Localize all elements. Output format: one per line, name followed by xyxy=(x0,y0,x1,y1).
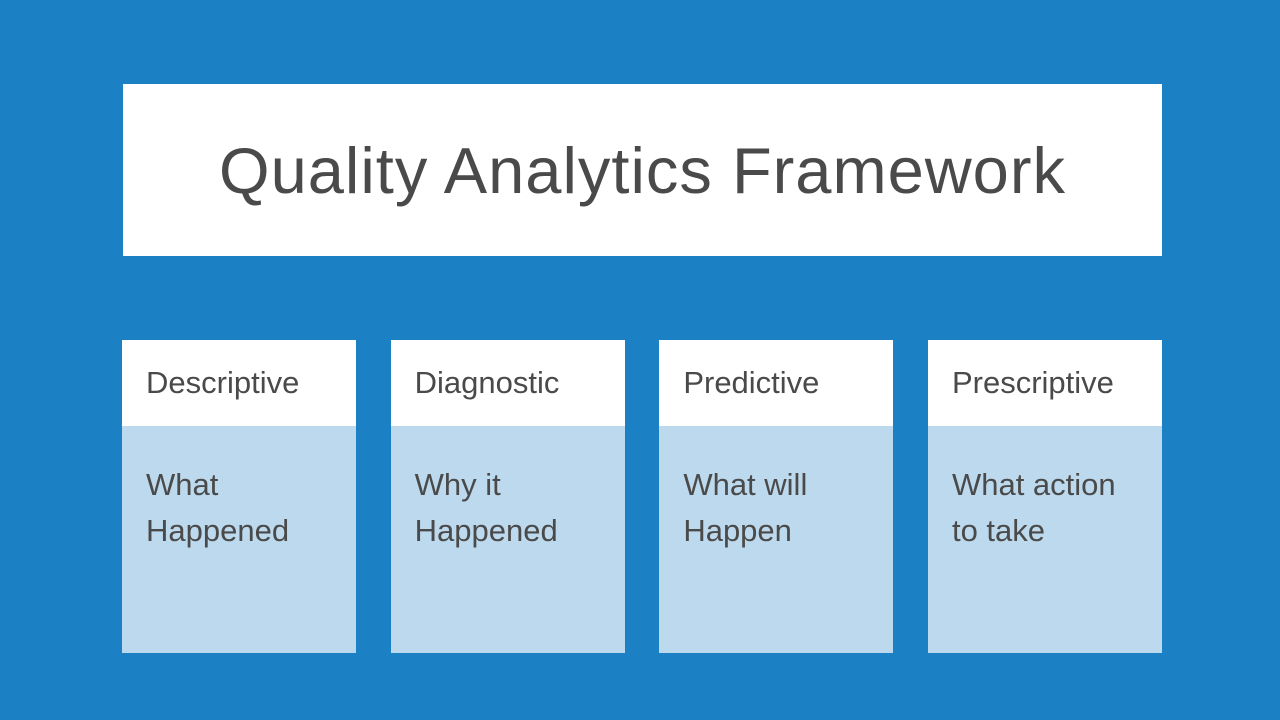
framework-column-predictive: Predictive What will Happen xyxy=(659,340,894,653)
framework-column-diagnostic: Diagnostic Why it Happened xyxy=(390,340,625,653)
framework-column-prescriptive: Prescriptive What action to take xyxy=(927,340,1162,653)
column-header-prescriptive: Prescriptive xyxy=(927,340,1162,426)
column-body-descriptive: What Happened xyxy=(122,426,356,653)
title-box: Quality Analytics Framework xyxy=(123,84,1162,256)
column-body-diagnostic: Why it Happened xyxy=(390,426,625,653)
slide-title: Quality Analytics Framework xyxy=(219,133,1066,207)
column-header-predictive: Predictive xyxy=(659,340,894,426)
column-body-predictive: What will Happen xyxy=(659,426,894,653)
framework-column-descriptive: Descriptive What Happened xyxy=(122,340,356,653)
column-header-descriptive: Descriptive xyxy=(122,340,356,426)
framework-columns: Descriptive What Happened Diagnostic Why… xyxy=(122,340,1162,653)
column-body-prescriptive: What action to take xyxy=(927,426,1162,653)
column-header-diagnostic: Diagnostic xyxy=(390,340,625,426)
